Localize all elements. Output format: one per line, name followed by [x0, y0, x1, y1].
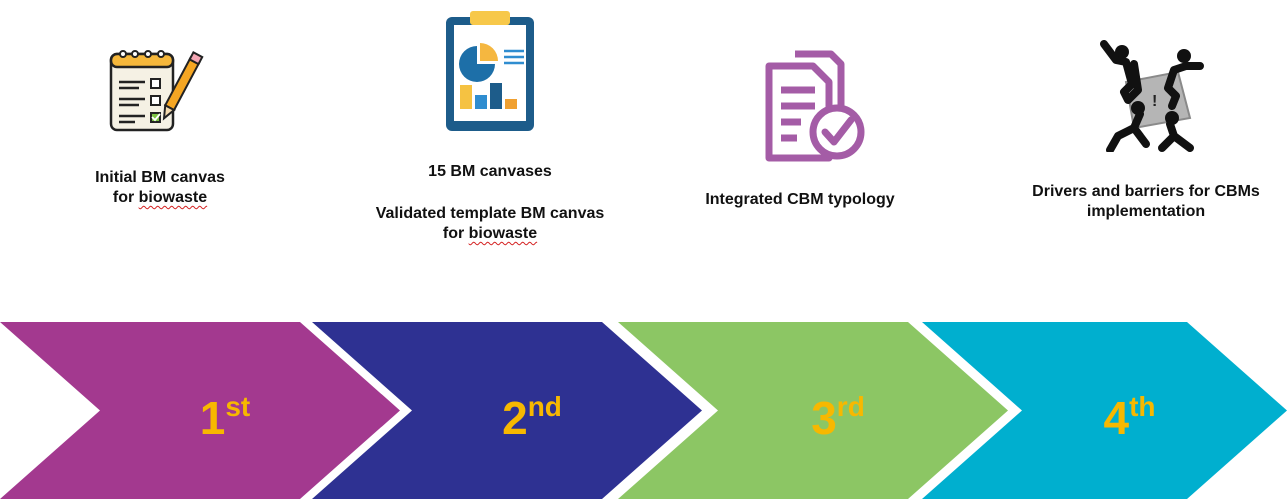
label-line: Validated template BM canvas — [330, 204, 650, 224]
label-line: Integrated CBM typology — [680, 190, 920, 210]
step-4-label: Drivers and barriers for CBMs implementat… — [996, 182, 1287, 222]
ordinal-suffix: th — [1129, 391, 1155, 422]
ordinal-number: 4 — [1103, 392, 1129, 444]
ordinal-suffix: nd — [528, 391, 562, 422]
label-text: for — [442, 225, 469, 242]
label-text: Drivers and barriers for CBMs — [1032, 183, 1260, 200]
ordinal-number: 3 — [811, 392, 837, 444]
label-line: Drivers and barriers for CBMs — [996, 182, 1287, 202]
label-text: implementation — [1086, 203, 1206, 220]
label-line: implementation — [996, 202, 1287, 222]
step-1-label: Initial BM canvas for biowaste — [60, 168, 260, 208]
step-3-ordinal: 3rd — [811, 391, 865, 444]
tug-of-war-icon: ! — [1100, 40, 1204, 152]
chevron-step-1 — [0, 322, 400, 499]
clipboard-chart-icon — [446, 11, 534, 131]
documents-check-icon — [765, 50, 865, 162]
label-text: Initial BM canvas — [95, 169, 225, 186]
label-line: 15 BM canvases — [330, 162, 650, 182]
spellcheck-flagged-word: biowaste — [468, 225, 538, 242]
ordinal-suffix: rd — [837, 391, 865, 422]
label-line: for biowaste — [60, 188, 260, 208]
spellcheck-flagged-word: biowaste — [138, 189, 208, 206]
label-spacer — [330, 182, 650, 204]
label-line: for biowaste — [330, 224, 650, 244]
step-2-ordinal: 2nd — [502, 391, 562, 444]
label-text: Validated template BM canvas — [375, 205, 605, 222]
label-text: 15 BM canvases — [428, 163, 552, 180]
step-1-ordinal: 1st — [200, 391, 251, 444]
chevron-step-3 — [618, 322, 1008, 499]
svg-text:!: ! — [1152, 93, 1157, 110]
process-arrows: 1st 2nd 3rd 4th — [0, 322, 1287, 499]
ordinal-number: 2 — [502, 392, 528, 444]
checklist-pencil-icon — [109, 50, 204, 132]
label-text: Integrated CBM typology — [705, 191, 895, 208]
chevron-step-2 — [312, 322, 702, 499]
ordinal-suffix: st — [225, 391, 250, 422]
chevron-step-4 — [922, 322, 1287, 499]
label-text: for — [112, 189, 139, 206]
step-3-label: Integrated CBM typology — [680, 190, 920, 210]
step-4-ordinal: 4th — [1103, 391, 1155, 444]
ordinal-number: 1 — [200, 392, 226, 444]
label-line: Initial BM canvas — [60, 168, 260, 188]
